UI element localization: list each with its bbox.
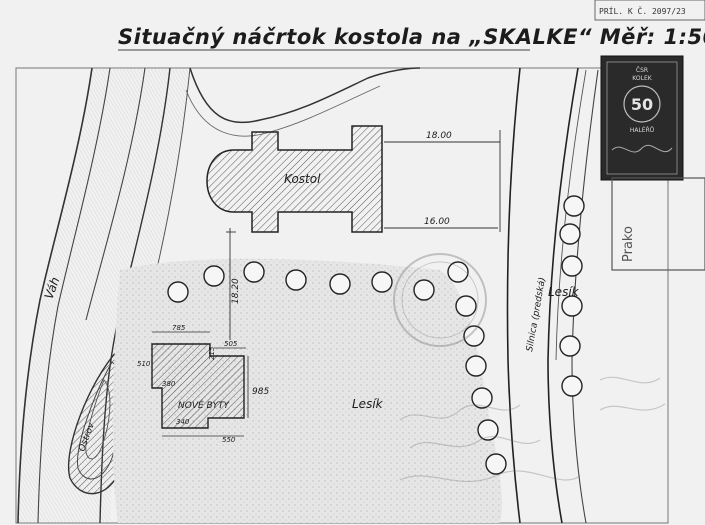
church-label: Kostol — [284, 172, 321, 186]
dim-18-00: 18.00 — [426, 131, 452, 141]
dim-380: 380 — [162, 380, 176, 388]
forest-label-right: Lesík — [548, 285, 580, 299]
church-building — [206, 125, 383, 233]
side-stamp: Prako — [611, 177, 705, 271]
road-label: Silnica (predská) — [525, 277, 548, 353]
faded-handwriting — [399, 376, 666, 483]
dim-215: 215 — [208, 346, 216, 360]
dim-340: 340 — [176, 418, 190, 426]
dim-550: 550 — [222, 436, 236, 444]
forest-label-center: Lesík — [352, 397, 384, 411]
tax-stamp-unit: HALÉŘŮ — [630, 126, 654, 134]
new-flats-label: NOVÉ BYTY — [178, 399, 231, 411]
tree-row — [167, 195, 585, 475]
dim-18-20: 18.20 — [231, 278, 241, 304]
dim-785: 785 — [172, 324, 186, 332]
flats-dimensions — [152, 331, 249, 437]
dim-16-00: 16.00 — [424, 217, 450, 227]
tax-stamp-value: 50 — [631, 95, 653, 114]
new-flats-building — [151, 343, 245, 429]
tax-stamp-country: ČSR — [636, 67, 648, 74]
forest-area — [112, 258, 502, 523]
church-dimensions — [226, 130, 501, 340]
tax-stamp-type: KOLEK — [632, 75, 652, 82]
dim-510: 510 — [137, 360, 151, 368]
dim-985: 985 — [252, 387, 269, 397]
round-seal — [393, 253, 487, 347]
side-stamp-text: Prako — [621, 226, 636, 262]
river — [17, 67, 421, 524]
corner-reference-text: PRÍL. K Č. 2097/23 — [599, 5, 686, 16]
corner-reference: PRÍL. K Č. 2097/23 — [594, 0, 705, 21]
sketch-title: Situačný náčrtok kostola na „SKALKE“ Měř… — [118, 25, 705, 49]
tax-stamp: ČSR KOLEK 50 HALÉŘŮ — [600, 55, 684, 181]
dim-505: 505 — [224, 340, 238, 348]
